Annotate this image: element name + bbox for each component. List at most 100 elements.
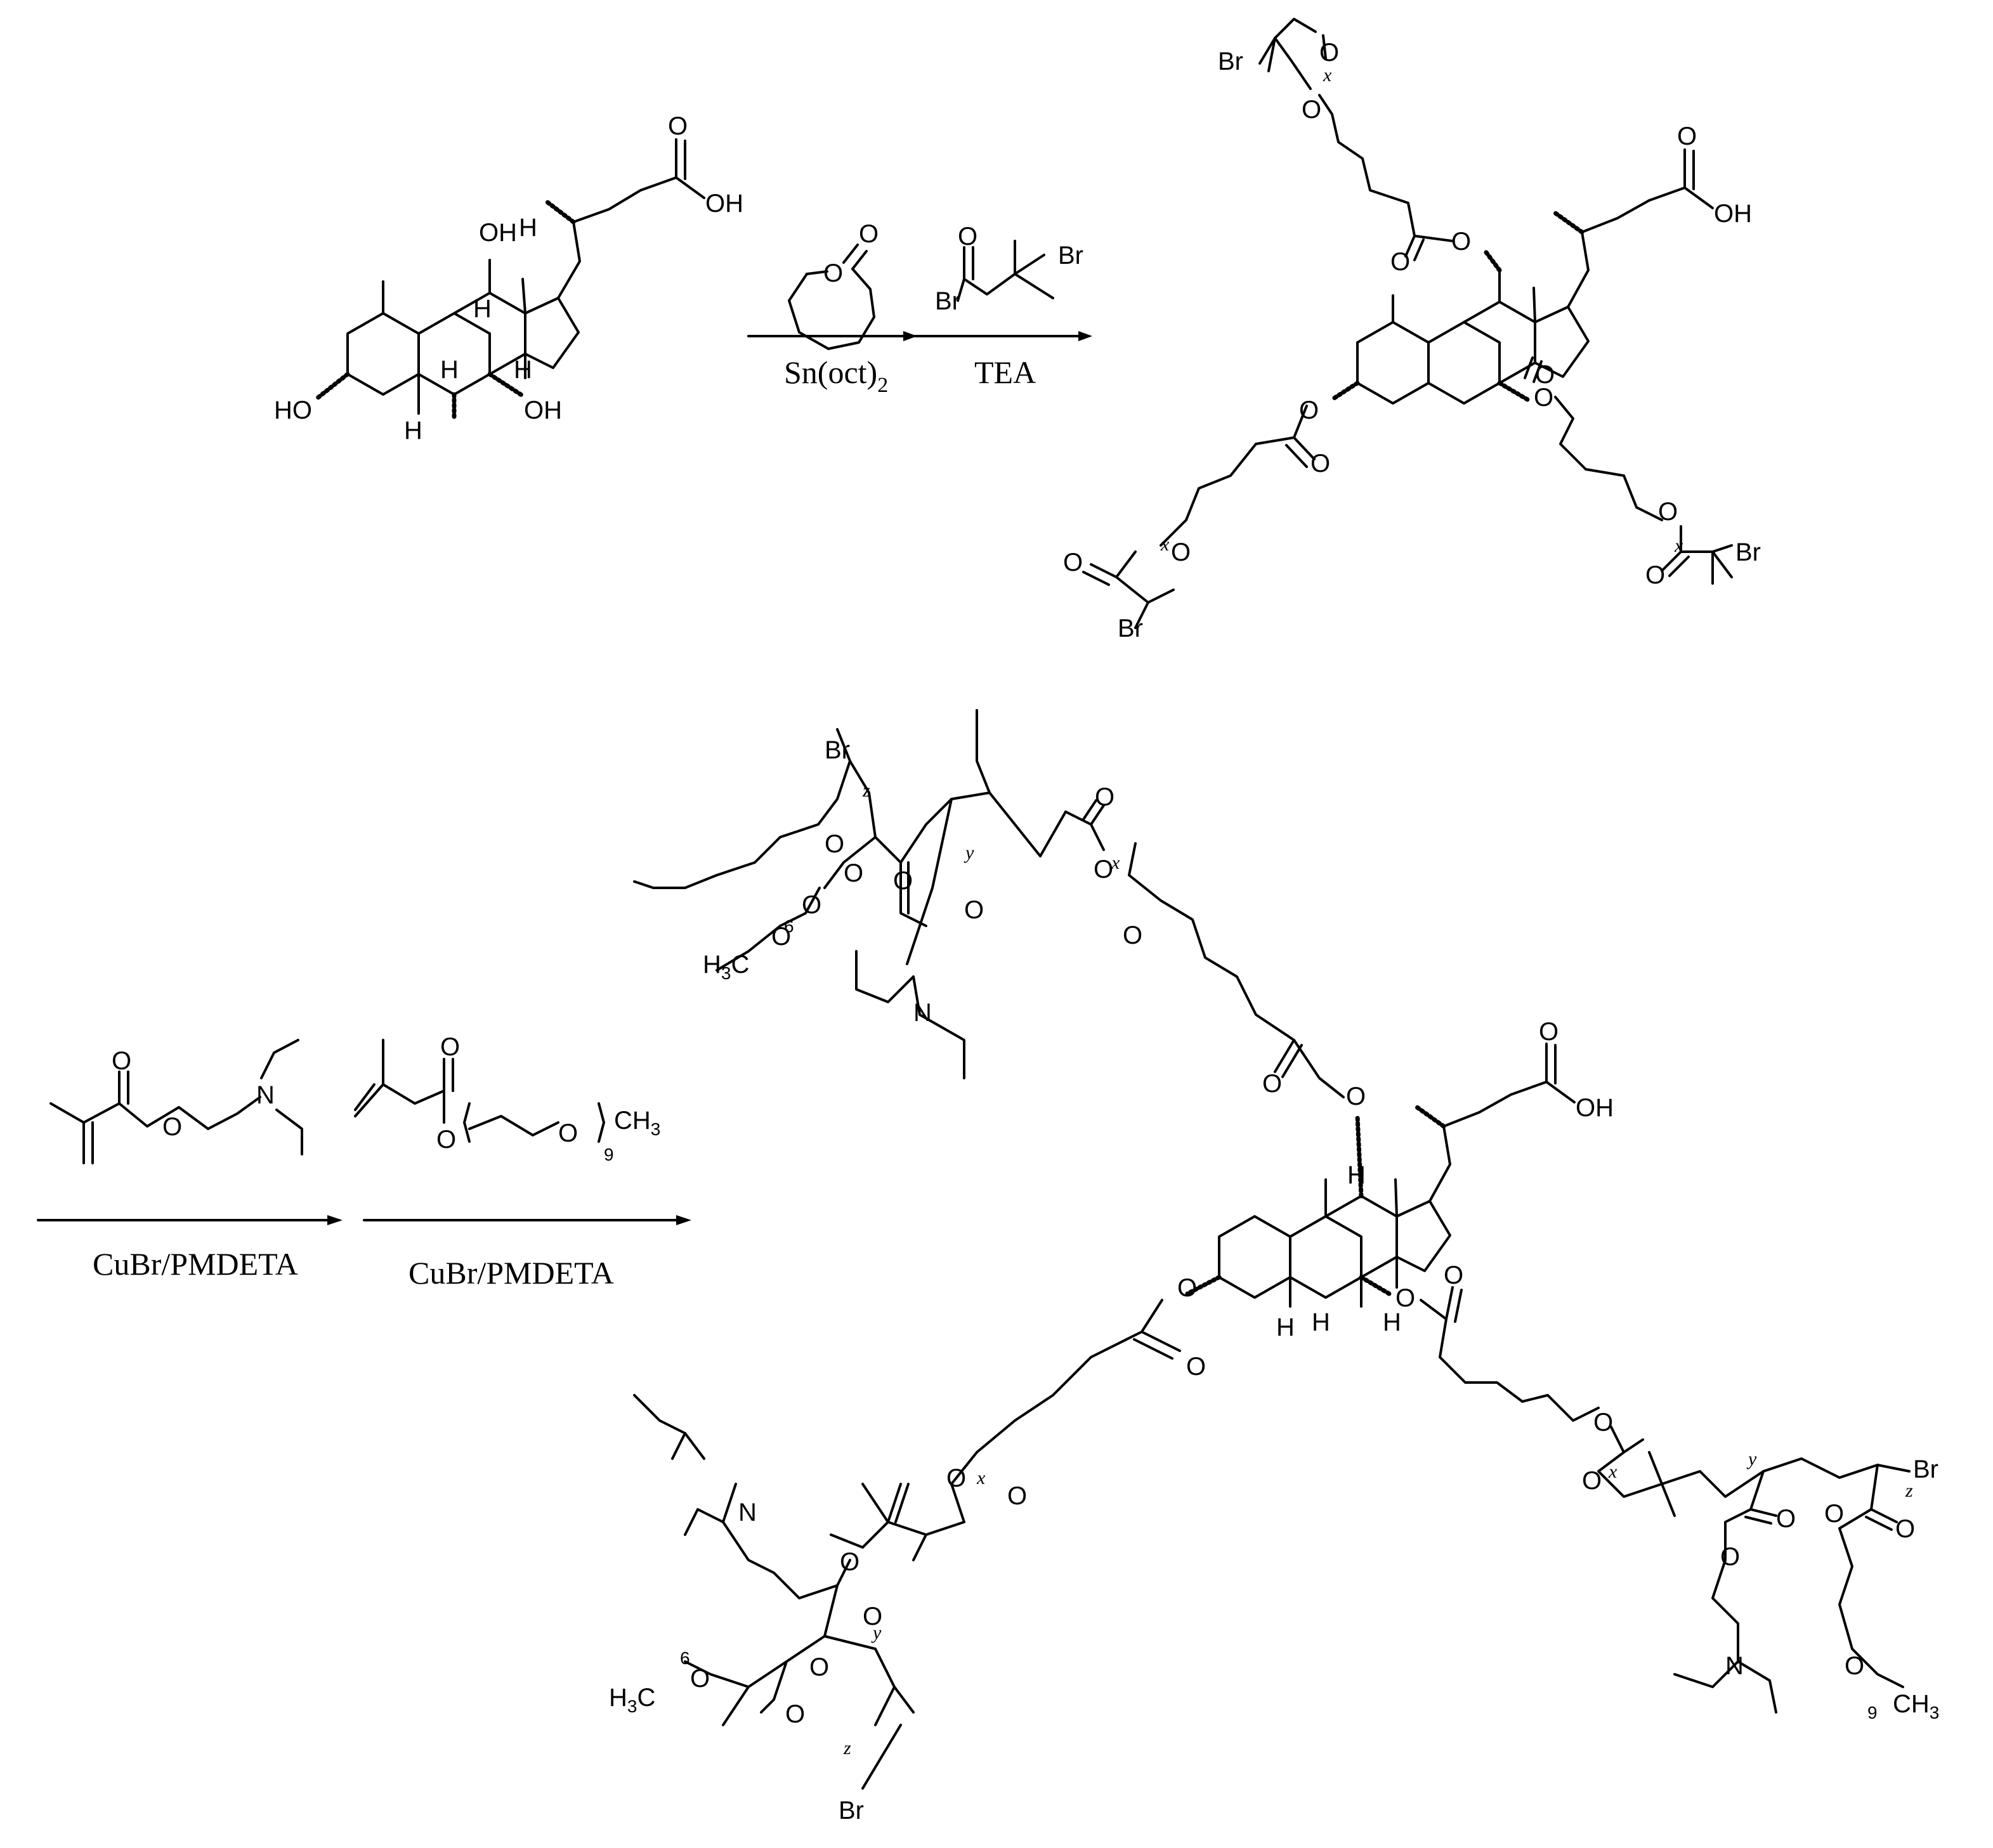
atom-label-ho: HO: [274, 396, 312, 424]
atom-label-o: O: [1593, 1409, 1613, 1436]
atom-label-o: O: [558, 1119, 578, 1147]
atom-label-ch3: CH3: [1893, 1690, 1939, 1722]
cholic-acid-structure: O OH OH H H H H HO H OH: [274, 112, 743, 445]
atom-label-o: O: [1310, 450, 1330, 478]
atom-label-o: O: [802, 891, 821, 919]
repeat-index-x: x: [1160, 534, 1170, 555]
repeat-index-9: 9: [1867, 1703, 1878, 1722]
atom-label-h: H: [1312, 1308, 1330, 1336]
repeat-index-x: x: [976, 1467, 986, 1488]
atom-label-o: O: [690, 1665, 710, 1693]
atom-label-br: Br: [935, 287, 960, 315]
repeat-index-z: z: [862, 780, 870, 801]
repeat-index-y: y: [1746, 1448, 1757, 1469]
star-copolymer-structure: O OH H H H H O O O O O x O O O y N O O: [609, 709, 1939, 1825]
atom-label-h: H: [1383, 1308, 1401, 1336]
atom-label-br: Br: [839, 1797, 864, 1825]
atom-label-oh: OH: [524, 396, 562, 424]
atom-label-o: O: [162, 1113, 182, 1141]
atom-label-o: O: [859, 220, 879, 248]
caprolactone-structure: O O: [788, 220, 879, 350]
atom-label-o: O: [1451, 228, 1471, 256]
atom-label-o: O: [771, 923, 791, 951]
atom-label-h: H: [473, 295, 492, 323]
arrowhead: [327, 1215, 343, 1225]
atom-label-o: O: [1534, 384, 1553, 412]
atom-label-o: O: [1390, 248, 1410, 276]
repeat-index-x: x: [1608, 1461, 1617, 1482]
atom-label-oh: OH: [705, 190, 743, 218]
atom-label-o: O: [436, 1126, 456, 1154]
atom-label-o: O: [1824, 1500, 1844, 1528]
atom-label-o: O: [844, 859, 863, 887]
atom-label-o: O: [1346, 1083, 1366, 1110]
atom-label-o: O: [440, 1033, 460, 1061]
atom-label-o: O: [823, 259, 843, 287]
atom-label-o: O: [1535, 361, 1555, 389]
atom-label-o: O: [785, 1700, 805, 1728]
atom-label-o: O: [1262, 1070, 1282, 1098]
atom-label-o: O: [1582, 1467, 1602, 1495]
repeat-index-z: z: [843, 1738, 851, 1759]
atom-label-o: O: [840, 1548, 859, 1576]
atom-label-h3c: H3C: [703, 951, 749, 983]
atom-label-o: O: [809, 1653, 829, 1681]
atom-label-oh: OH: [479, 219, 517, 247]
atom-label-ch3: CH3: [614, 1107, 660, 1139]
atom-label-h: H: [514, 356, 532, 384]
atom-label-n: N: [738, 1499, 757, 1526]
atom-label-o: O: [1776, 1505, 1796, 1533]
atom-label-br: Br: [825, 736, 850, 764]
atom-label-o: O: [1677, 122, 1697, 150]
atom-label-o: O: [112, 1047, 131, 1075]
repeat-index-6: 6: [680, 1648, 690, 1668]
atom-label-o: O: [825, 830, 844, 858]
arrowhead: [1078, 331, 1092, 341]
reaction-step-2: O O N O O O 9 CH3 CuBr/PMDETA CuBr/P: [37, 1033, 691, 1291]
atom-label-o: O: [958, 223, 977, 251]
atom-label-br: Br: [1735, 538, 1761, 566]
atom-label-n: N: [256, 1081, 275, 1109]
macroinitiator-structure: O OH O O O O Br x O O O O Br x: [1063, 18, 1761, 642]
opegma-monomer-structure: O O O 9 CH3: [354, 1033, 660, 1164]
atom-label-n: N: [913, 999, 932, 1027]
atom-label-o: O: [1094, 856, 1113, 883]
repeat-index-y: y: [964, 842, 974, 863]
catalyst-label: CuBr/PMDETA: [408, 1255, 614, 1291]
atom-label-o: O: [1645, 561, 1665, 589]
deaema-monomer-structure: O O N: [49, 1039, 303, 1164]
repeat-index-z: z: [1905, 1480, 1913, 1501]
repeat-index-x: x: [1674, 535, 1683, 556]
atom-label-o: O: [1720, 1543, 1740, 1571]
atom-label-o: O: [1845, 1652, 1864, 1680]
base-label: TEA: [974, 355, 1036, 390]
atom-label-br: Br: [1913, 1455, 1938, 1483]
atom-label-o: O: [893, 867, 913, 895]
atom-label-br: Br: [1218, 48, 1243, 75]
atom-label-br: Br: [1058, 242, 1083, 270]
atom-label-o: O: [946, 1464, 966, 1492]
atom-label-n: N: [1725, 1652, 1744, 1680]
atom-label-o: O: [1895, 1515, 1915, 1543]
atom-label-h: H: [404, 417, 422, 445]
atom-label-o: O: [964, 896, 984, 924]
atom-label-h: H: [440, 356, 459, 384]
arrowhead: [676, 1215, 691, 1225]
repeat-index-y: y: [871, 1622, 882, 1643]
atom-label-o: O: [1395, 1284, 1415, 1312]
atom-label-o: O: [863, 1603, 882, 1630]
atom-label-oh: OH: [1576, 1094, 1614, 1122]
atom-label-h: H: [1276, 1313, 1295, 1341]
atom-label-o: O: [1063, 549, 1083, 576]
catalyst-label: CuBr/PMDETA: [93, 1246, 298, 1282]
atom-label-br: Br: [1118, 615, 1143, 642]
atom-label-o: O: [1444, 1261, 1463, 1289]
atom-label-h3c: H3C: [609, 1684, 655, 1716]
atom-label-o: O: [1302, 96, 1321, 124]
reaction-step-1: O O O Br Br Sn(oct)2 TEA: [747, 220, 1092, 397]
repeat-index-6: 6: [784, 916, 794, 936]
atom-label-h: H: [519, 214, 537, 242]
atom-label-o: O: [1319, 39, 1339, 67]
atom-label-o: O: [1299, 396, 1319, 424]
